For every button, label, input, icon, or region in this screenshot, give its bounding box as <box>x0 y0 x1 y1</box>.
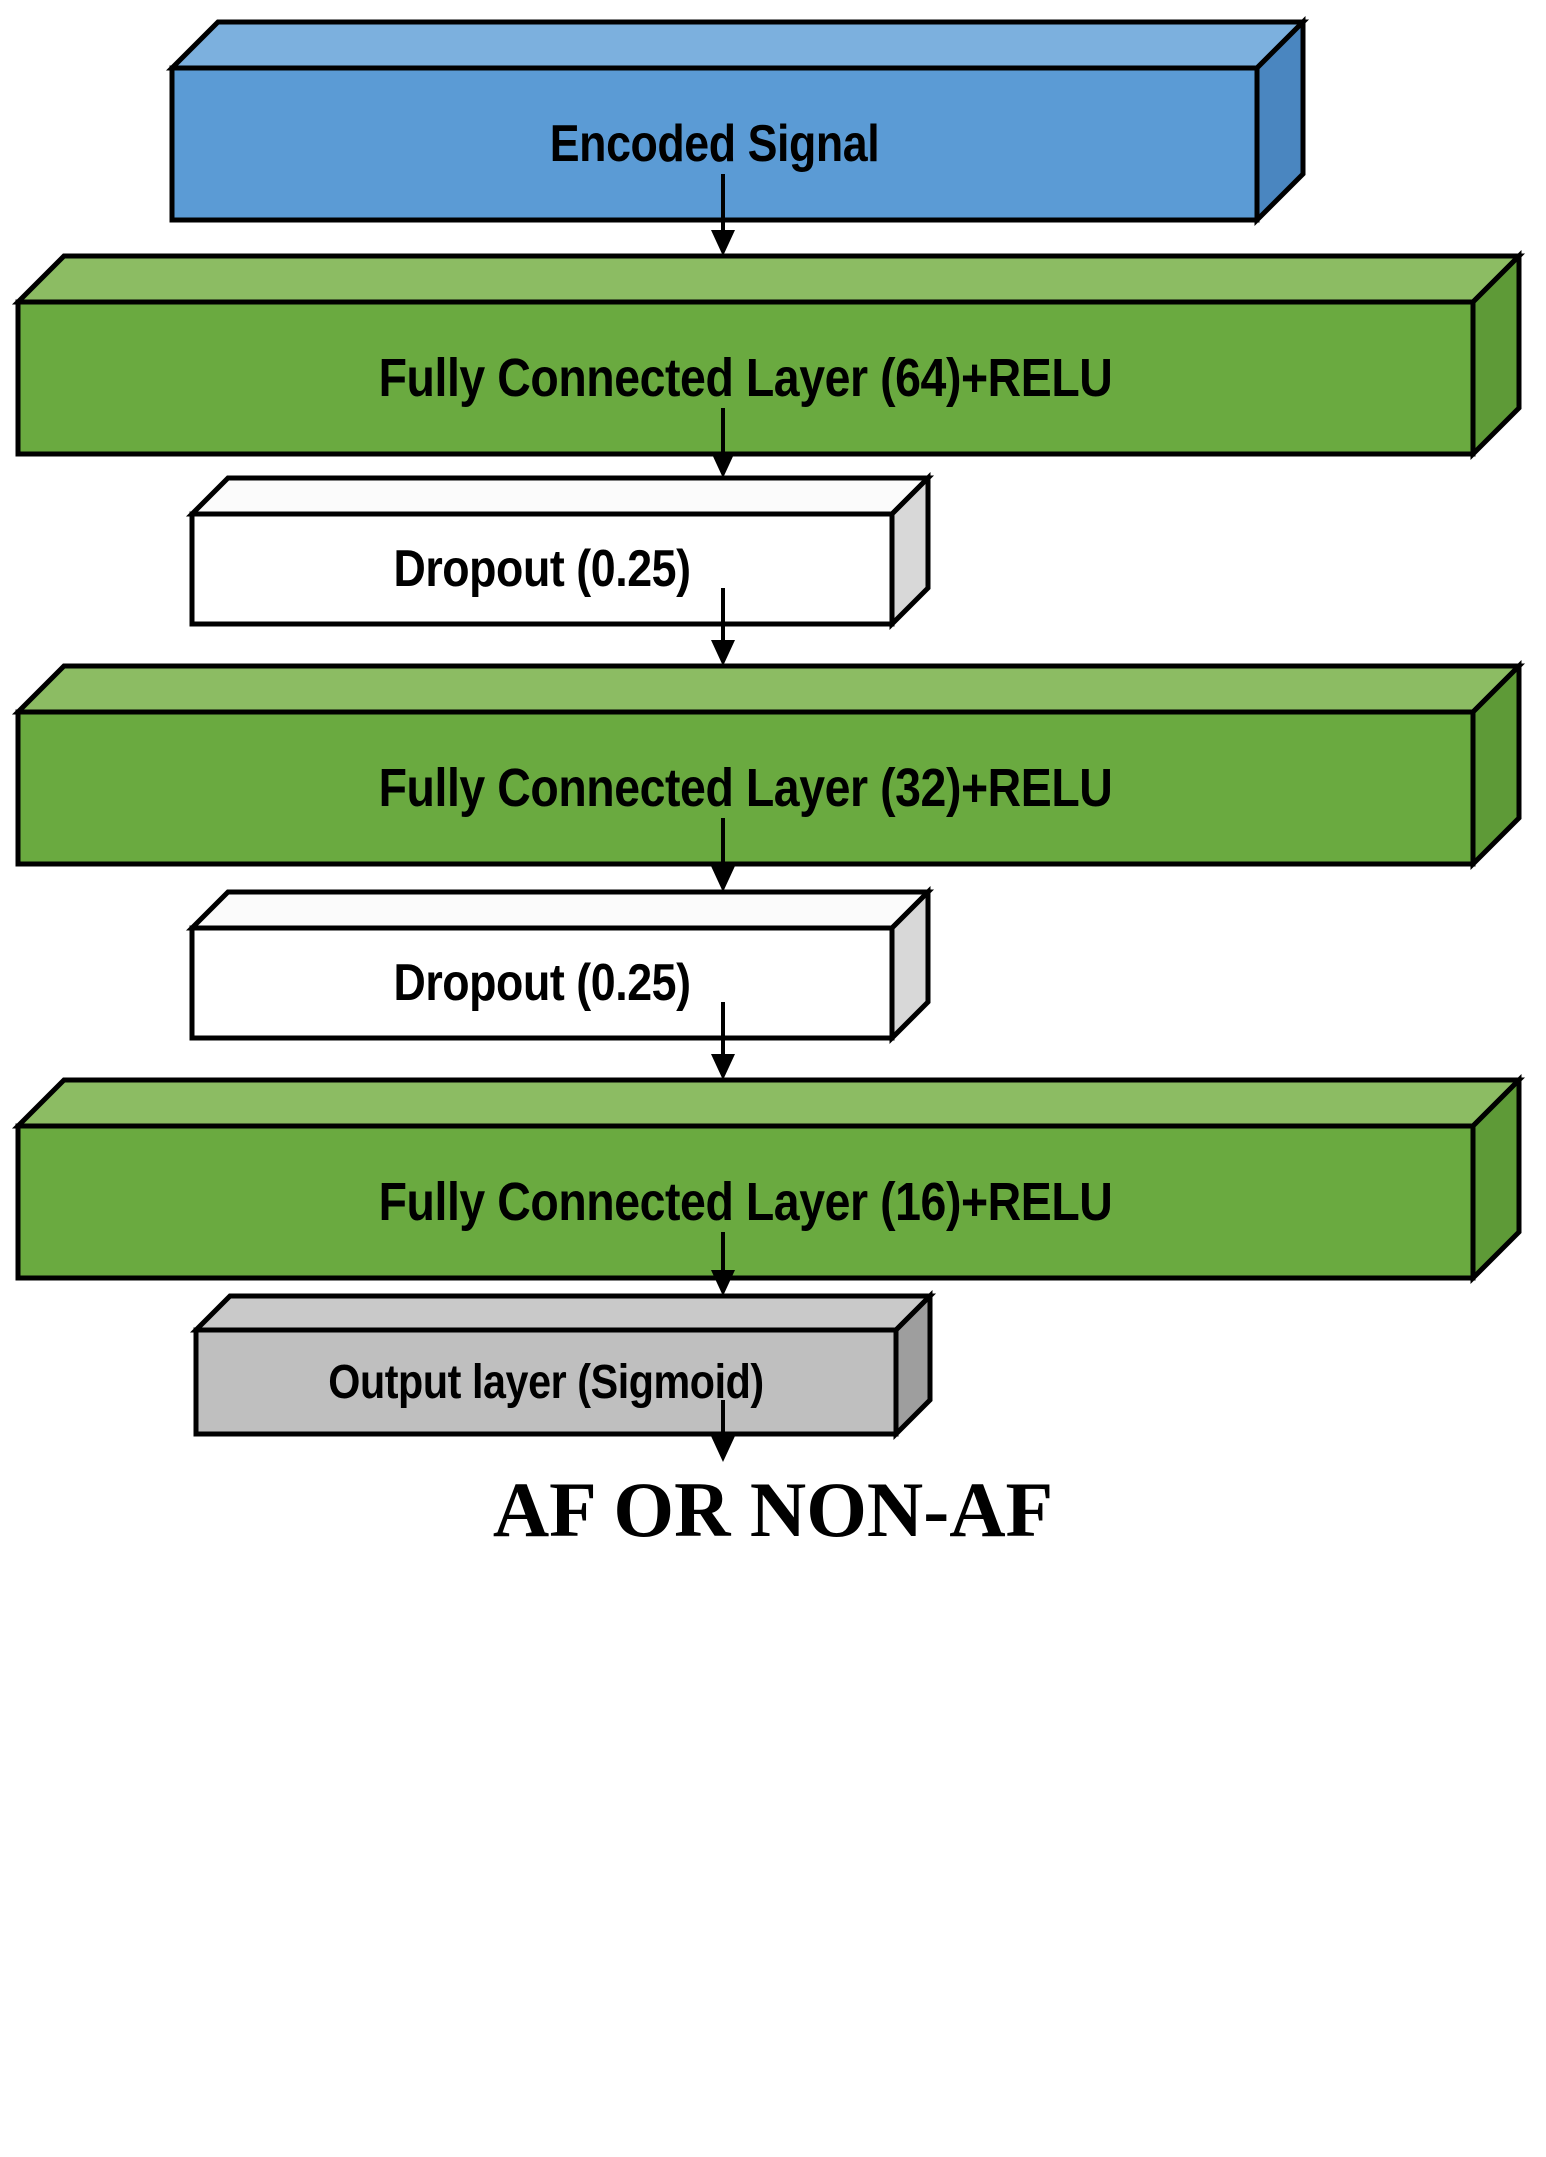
arrow-head <box>711 1270 735 1296</box>
node-front-face <box>15 1123 1476 1281</box>
connector-arrow-4 <box>711 818 735 892</box>
terminal-label-af-or-non-af: AF OR NON-AF <box>492 1466 1054 1553</box>
node-top-face <box>11 663 1526 715</box>
node-top-face <box>185 475 935 517</box>
arrow-head <box>711 230 735 256</box>
connector-arrow-3 <box>711 588 735 666</box>
node-top-face <box>189 1293 937 1333</box>
arrow-head <box>711 452 735 478</box>
connector-arrow-2 <box>711 408 735 478</box>
arrow-head <box>711 640 735 666</box>
connector-arrow-7 <box>711 1400 735 1462</box>
connector-arrow-6 <box>711 1232 735 1296</box>
node-fc-16[interactable]: Fully Connected Layer (16)+RELU <box>11 1073 1526 1285</box>
node-encoded-signal[interactable]: Encoded Signal <box>165 15 1310 227</box>
arrow-head <box>711 1054 735 1080</box>
arrow-head <box>711 866 735 892</box>
node-dropout-2[interactable]: Dropout (0.25) <box>185 885 935 1045</box>
connector-arrow-5 <box>711 1002 735 1080</box>
node-front-face <box>193 1327 899 1437</box>
node-front-face <box>169 65 1260 223</box>
node-front-face <box>189 925 895 1041</box>
node-fc-64[interactable]: Fully Connected Layer (64)+RELU <box>11 249 1526 461</box>
node-top-face <box>185 889 935 931</box>
node-fc-32[interactable]: Fully Connected Layer (32)+RELU <box>11 659 1526 871</box>
arrow-head <box>711 1436 735 1462</box>
node-front-face <box>15 709 1476 867</box>
node-front-face <box>15 299 1476 457</box>
node-dropout-1[interactable]: Dropout (0.25) <box>185 471 935 631</box>
connector-arrow-1 <box>711 174 735 256</box>
node-front-face <box>189 511 895 627</box>
node-top-face <box>11 253 1526 305</box>
node-top-face <box>11 1077 1526 1129</box>
node-output-layer[interactable]: Output layer (Sigmoid) <box>189 1289 937 1441</box>
node-top-face <box>165 19 1310 71</box>
